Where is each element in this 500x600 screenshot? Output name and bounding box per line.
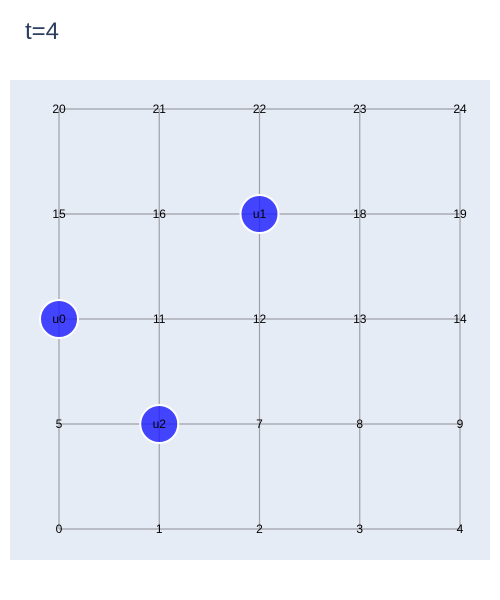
node-label-23: 23	[353, 102, 367, 116]
node-label-11: 11	[153, 312, 166, 326]
agent-label-u0: u0	[52, 312, 66, 326]
node-label-19: 19	[453, 207, 467, 221]
node-label-12: 12	[253, 312, 267, 326]
node-label-14: 14	[453, 312, 467, 326]
plot-background	[10, 80, 490, 560]
agent-circle-u1	[239, 194, 280, 234]
agents-layer: u0 u1 u2	[39, 194, 280, 444]
agent-marker-u0: u0	[39, 299, 79, 339]
node-label-24: 24	[453, 102, 467, 116]
node-label-9: 9	[457, 417, 464, 431]
agent-marker-u2: u2	[139, 404, 180, 444]
agent-marker-u1: u1	[239, 194, 280, 234]
node-label-4: 4	[457, 522, 464, 536]
node-label-20: 20	[52, 102, 66, 116]
node-label-1: 1	[156, 522, 163, 536]
node-label-7: 7	[256, 417, 263, 431]
node-label-21: 21	[153, 102, 167, 116]
node-label-8: 8	[356, 417, 363, 431]
node-label-13: 13	[353, 312, 367, 326]
agent-label-u2: u2	[153, 417, 167, 431]
node-label-16: 16	[153, 207, 167, 221]
agent-circle-u2	[139, 404, 180, 444]
node-label-18: 18	[353, 207, 367, 221]
agent-circle-u0	[39, 299, 79, 339]
node-label-5: 5	[56, 417, 63, 431]
node-label-22: 22	[253, 102, 267, 116]
node-label-0: 0	[56, 522, 63, 536]
agent-label-u1: u1	[253, 207, 267, 221]
node-label-3: 3	[356, 522, 363, 536]
node-label-15: 15	[52, 207, 66, 221]
figure-title: t=4	[25, 18, 60, 45]
node-label-2: 2	[256, 522, 263, 536]
